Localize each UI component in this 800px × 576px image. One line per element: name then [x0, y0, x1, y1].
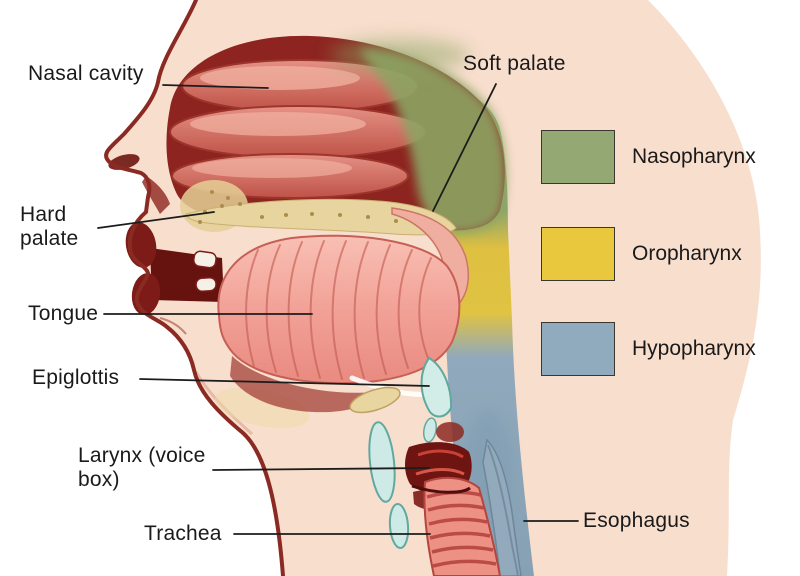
tongue-striation: [265, 244, 281, 373]
leader-line-larynx: [212, 467, 430, 471]
chin-crease: [159, 317, 187, 335]
label-epiglottis: Epiglottis: [32, 366, 120, 389]
tongue-striation: [375, 244, 391, 375]
hypopharynx-swatch: [541, 322, 615, 376]
leader-line-hard-palate: [97, 211, 215, 229]
larynx-trachea-gap: [411, 484, 471, 494]
trachea-rib: [429, 531, 491, 540]
trachea-tube: [423, 476, 502, 576]
trachea-rib: [432, 559, 497, 568]
label-hard-palate: Hard palate: [20, 203, 79, 251]
bone-speckle: [198, 220, 202, 224]
trachea-rib: [428, 517, 488, 526]
bone-speckle: [284, 213, 288, 217]
small-cartilage: [422, 417, 438, 443]
larynx-trachea-region: [405, 422, 502, 576]
tongue-striation: [245, 249, 259, 367]
aryepiglottic-fold: [436, 422, 464, 442]
hard-palate-region: [180, 180, 457, 236]
trachea-rib: [431, 545, 494, 554]
thyroid-cartilage: [368, 421, 396, 503]
nasopharynx-green-overlay: [330, 39, 470, 71]
esophagus-region: [482, 438, 522, 576]
legend-item-oropharynx: Oropharynx: [541, 227, 742, 281]
label-soft-palate: Soft palate: [463, 52, 566, 75]
label-esophagus: Esophagus: [583, 509, 690, 532]
cricoid-cartilage: [388, 503, 410, 549]
oral-cavity: [125, 222, 372, 429]
bone-speckle: [210, 190, 214, 194]
cartilage-region: [349, 356, 455, 576]
label-nasal-cavity: Nasal cavity: [28, 62, 144, 85]
bone-speckles: [198, 190, 398, 224]
upper-tooth: [193, 250, 217, 269]
bone-speckle: [310, 212, 314, 216]
vocal-fold-line: [417, 449, 464, 459]
trachea-rib: [427, 503, 485, 512]
turbinate-highlight: [192, 158, 352, 178]
nasal-cavity-region: [108, 35, 506, 234]
bone-speckle: [260, 215, 264, 219]
bone-speckle: [366, 215, 370, 219]
bone-speckle: [220, 204, 224, 208]
tongue-striation: [287, 241, 303, 377]
tongue-shape: [217, 234, 461, 385]
tongue-striation: [397, 249, 413, 369]
legend-label-hypopharynx: Hypopharynx: [632, 337, 756, 360]
hyoid-bone: [349, 386, 401, 414]
tongue-region: [217, 234, 461, 397]
legend-label-oropharynx: Oropharynx: [632, 242, 742, 265]
bone-speckle: [338, 213, 342, 217]
oropharynx-swatch: [541, 227, 615, 281]
legend-label-nasopharynx: Nasopharynx: [632, 145, 756, 168]
vocal-fold-line: [415, 468, 465, 476]
tongue-striations: [245, 240, 432, 380]
trachea-ribs: [426, 490, 497, 568]
legend-item-nasopharynx: Nasopharynx: [541, 130, 756, 184]
tongue-striation: [418, 257, 432, 359]
tongue-striation: [331, 240, 347, 380]
leader-lines: [97, 83, 579, 535]
tongue-striation: [309, 240, 325, 379]
tongue-striation: [353, 241, 369, 379]
leader-line-epiglottis: [139, 378, 430, 387]
leader-line-nasal-cavity: [162, 84, 269, 89]
face-profile-line: [104, 0, 285, 576]
label-larynx: Larynx (voice box): [78, 444, 206, 492]
bone-speckle: [394, 219, 398, 223]
lower-tooth: [195, 276, 217, 293]
mouth-floor: [230, 356, 372, 413]
nasopharynx-swatch: [541, 130, 615, 184]
label-trachea: Trachea: [144, 522, 222, 545]
esophagus-edge: [487, 444, 519, 576]
legend-item-hypopharynx: Hypopharynx: [541, 322, 756, 376]
nasopharynx-green-overlay: [360, 48, 506, 234]
turbinate-highlight: [190, 112, 366, 136]
bone-speckle: [238, 202, 242, 206]
label-tongue: Tongue: [28, 302, 99, 325]
bone-speckle: [226, 196, 230, 200]
leader-line-soft-palate: [432, 83, 497, 212]
turbinate-highlight: [200, 66, 360, 90]
